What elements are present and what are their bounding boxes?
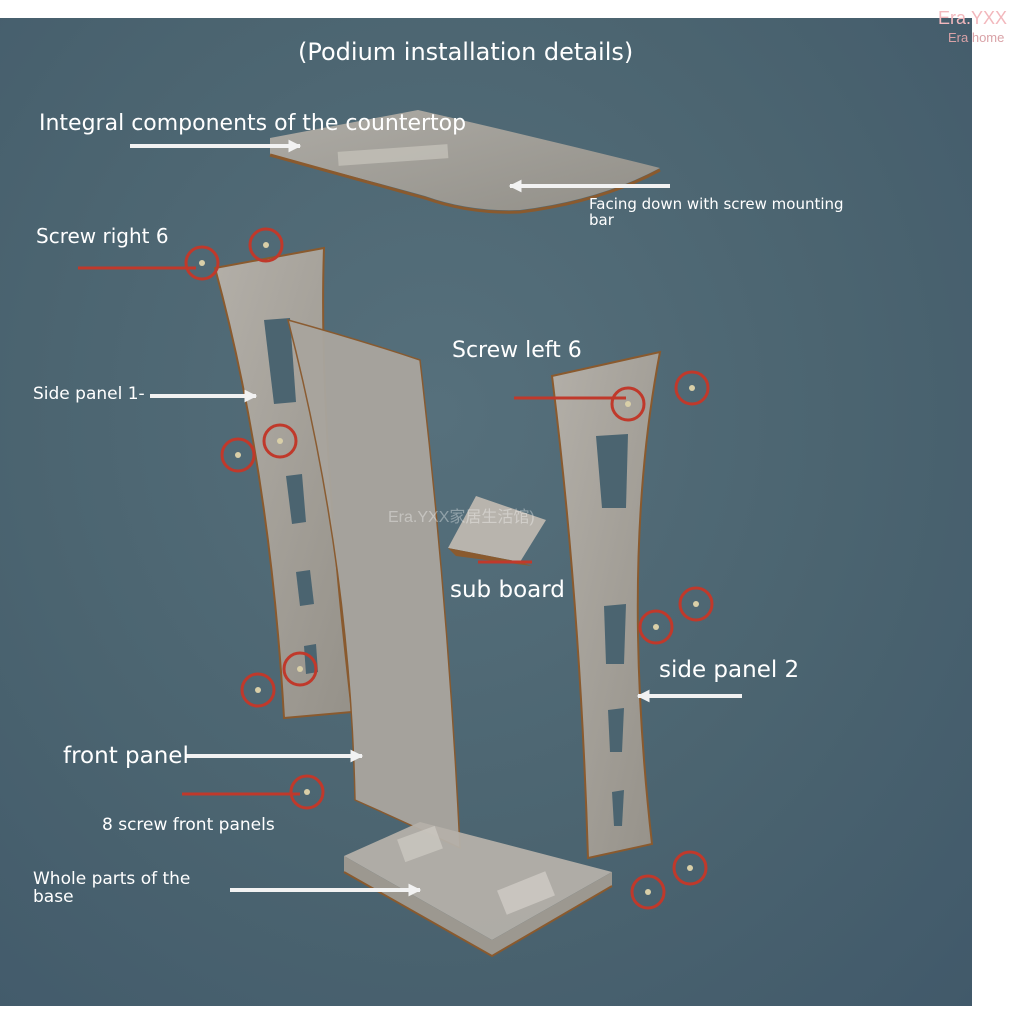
- screw-marker: [672, 850, 708, 886]
- base-label: Whole parts of the base: [33, 869, 191, 907]
- side-panel-1-label: Side panel 1-: [33, 384, 145, 404]
- screw-marker: [282, 651, 318, 687]
- screw-marker: [220, 437, 256, 473]
- diagram-title: (Podium installation details): [298, 38, 634, 66]
- screw-left-label: Screw left 6: [452, 338, 582, 363]
- screw-marker: [610, 386, 646, 422]
- base-part: [343, 822, 613, 958]
- sub-board-label: sub board: [450, 577, 565, 603]
- countertop-label: Integral components of the countertop: [39, 111, 467, 136]
- screw-marker: [638, 609, 674, 645]
- screw-markers: [184, 227, 714, 910]
- screw-marker: [262, 423, 298, 459]
- side-panel-2-part: [550, 350, 662, 860]
- front-panel-label: front panel: [63, 743, 189, 769]
- side-panel-2-label: side panel 2: [659, 657, 800, 683]
- screw-marker: [674, 370, 710, 406]
- screw-marker: [630, 874, 666, 910]
- screw-right-label: Screw right 6: [36, 224, 169, 248]
- screw-marker: [240, 672, 276, 708]
- screw-heads: [199, 242, 699, 895]
- facing-down-label: Facing down with screw mounting bar: [589, 195, 844, 229]
- brand-watermark: Era.YXX: [938, 8, 1008, 28]
- screw-marker: [184, 245, 220, 281]
- front-screws-label: 8 screw front panels: [102, 815, 275, 835]
- screw-marker: [248, 227, 284, 263]
- center-watermark: Era.YXX家居生活馆): [388, 509, 535, 526]
- brand-sub-watermark: Era home: [948, 30, 1005, 45]
- screw-marker: [289, 774, 325, 810]
- screw-marker: [678, 586, 714, 622]
